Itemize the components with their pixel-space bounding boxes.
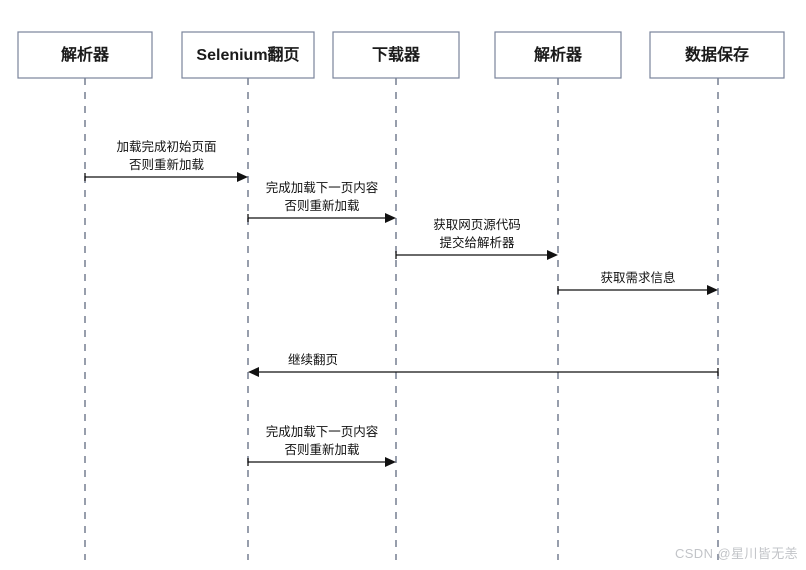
message-msg-5[interactable]: 继续翻页	[248, 353, 719, 377]
actor-label-data-store: 数据保存	[685, 45, 749, 64]
actor-boxes-layer: 解析器 Selenium翻页 下载器 解析器 数据保存	[17, 31, 785, 79]
messages-layer: 加载完成初始页面否则重新加载完成加载下一页内容否则重新加载获取网页源代码提交给解…	[84, 139, 719, 467]
message-arrowhead-msg-2	[385, 213, 396, 223]
actor-label-parser-right: 解析器	[534, 45, 583, 64]
actor-box-data-store[interactable]: 数据保存	[649, 31, 785, 79]
watermark: CSDN @星川皆无恙	[674, 546, 798, 561]
message-arrowhead-msg-1	[237, 172, 248, 182]
message-arrowhead-msg-6	[385, 457, 396, 467]
message-label-msg-6-line-2: 否则重新加载	[284, 442, 360, 457]
message-label-msg-6-line-1: 完成加载下一页内容	[266, 424, 379, 439]
message-msg-4[interactable]: 获取需求信息	[557, 270, 718, 295]
message-label-msg-2-line-2: 否则重新加载	[284, 198, 360, 213]
actor-box-parser-left[interactable]: 解析器	[17, 31, 153, 79]
message-label-msg-1-line-1: 加载完成初始页面	[116, 139, 216, 154]
actor-label-selenium: Selenium翻页	[196, 45, 299, 64]
actor-box-selenium[interactable]: Selenium翻页	[181, 31, 315, 79]
lifelines-layer	[84, 78, 719, 560]
actor-box-rect-data-store	[649, 31, 785, 79]
message-label-msg-5-line-1: 继续翻页	[288, 353, 338, 367]
actor-box-rect-parser-right	[494, 31, 622, 79]
actor-label-parser-left: 解析器	[61, 45, 110, 64]
message-label-msg-3-line-2: 提交给解析器	[439, 235, 515, 250]
actor-label-downloader: 下载器	[372, 46, 421, 64]
message-label-msg-3-line-1: 获取网页源代码	[433, 218, 521, 232]
actor-box-rect-parser-left	[17, 31, 153, 79]
message-arrowhead-msg-3	[547, 250, 558, 260]
actor-box-rect-selenium	[181, 31, 315, 79]
actor-box-downloader[interactable]: 下载器	[332, 31, 460, 79]
message-label-msg-1-line-2: 否则重新加载	[129, 157, 205, 172]
message-label-msg-4-line-1: 获取需求信息	[600, 270, 675, 285]
message-arrowhead-msg-4	[707, 285, 718, 295]
message-label-msg-2-line-1: 完成加载下一页内容	[266, 180, 379, 195]
actor-box-rect-downloader	[332, 31, 460, 79]
actor-box-parser-right[interactable]: 解析器	[494, 31, 622, 79]
message-arrowhead-msg-5	[248, 367, 259, 377]
